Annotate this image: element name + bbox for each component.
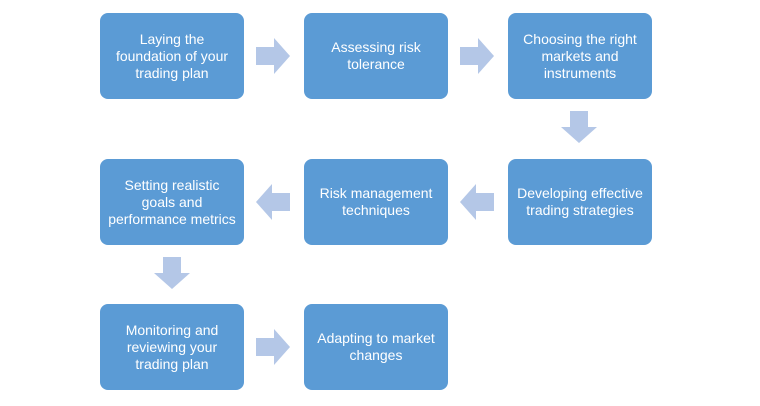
arrow-right-icon xyxy=(256,38,290,74)
step-adapting-market: Adapting to market changes xyxy=(304,304,448,390)
step-label: Developing effective trading strategies xyxy=(517,185,643,218)
step-assessing-risk: Assessing risk tolerance xyxy=(304,13,448,99)
step-label: Monitoring and reviewing your trading pl… xyxy=(125,321,219,372)
arrow-left-icon xyxy=(460,184,494,220)
step-label: Adapting to market changes xyxy=(317,330,435,363)
arrow-right-icon xyxy=(460,38,494,74)
step-laying-foundation: Laying the foundation of your trading pl… xyxy=(100,13,244,99)
step-choosing-markets: Choosing the right markets and instrumen… xyxy=(508,13,652,99)
arrow-down-icon xyxy=(154,257,190,289)
step-risk-management: Risk management techniques xyxy=(304,159,448,245)
arrow-down-icon xyxy=(561,111,597,143)
step-developing-strategies: Developing effective trading strategies xyxy=(508,159,652,245)
arrow-right-icon xyxy=(256,329,290,365)
arrow-left-icon xyxy=(256,184,290,220)
step-label: Laying the foundation of your trading pl… xyxy=(115,30,229,81)
step-label: Assessing risk tolerance xyxy=(331,39,421,72)
step-label: Choosing the right markets and instrumen… xyxy=(523,30,637,81)
step-label: Risk management techniques xyxy=(319,185,433,218)
step-monitoring-reviewing: Monitoring and reviewing your trading pl… xyxy=(100,304,244,390)
step-setting-goals: Setting realistic goals and performance … xyxy=(100,159,244,245)
step-label: Setting realistic goals and performance … xyxy=(108,176,236,227)
